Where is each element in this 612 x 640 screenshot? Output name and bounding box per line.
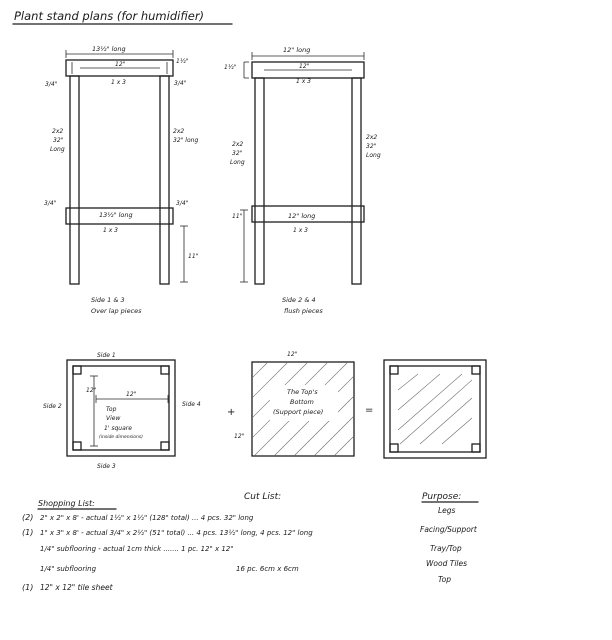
side13-top-inner: 12" — [115, 61, 126, 68]
shopping-item: 1/4" subflooring - actual 1cm thick ....… — [40, 545, 233, 553]
top-view-outer — [66, 359, 176, 457]
side13-leg-left-c: Long — [50, 146, 65, 153]
purpose-item: Wood Tiles — [426, 559, 467, 568]
purpose-item: Top — [438, 575, 451, 584]
cut-list-header: Cut List: — [244, 492, 281, 502]
side24-top-left-dim: 1½" — [224, 64, 237, 71]
purpose-item: Facing/Support — [420, 525, 478, 534]
assembled-outer — [383, 359, 487, 459]
side24-caption-1: Side 2 & 4 — [282, 296, 316, 304]
shopping-qty: (2) — [22, 513, 33, 522]
shopping-item: 2" x 2" x 8' - actual 1½" x 1½" (128" to… — [40, 514, 254, 522]
side13-bottom-left-thick: 3/4" — [44, 200, 57, 207]
top-view-side-4: Side 4 — [182, 401, 201, 408]
top-view-side-2: Side 2 — [43, 403, 62, 410]
side-1-3-elevation: 13½" long 12" 1½" 3/4" 3/4" 1 x 3 2x2 32… — [44, 45, 199, 315]
side13-leg-right-b: 32" long — [173, 137, 198, 144]
side13-bottom-rail — [65, 207, 174, 225]
top-view-dim-vertical: 12" — [86, 387, 97, 394]
purpose-header: Purpose: — [422, 492, 461, 502]
board-label-3: (Support piece) — [273, 408, 323, 416]
side24-leg-left-c: Long — [230, 159, 245, 166]
side24-leg-left-b: 32" — [232, 150, 243, 157]
shopping-item: 1" x 3" x 8' - actual 3/4" x 2½" (51" to… — [40, 529, 313, 537]
side13-bottom-long: 13½" long — [99, 211, 133, 219]
side-2-4-elevation: 12" long 12" 1½" 1 x 3 2x2 32" Long 2x2 … — [224, 46, 381, 315]
side24-right-leg — [351, 77, 362, 285]
side13-left-thick: 3/4" — [45, 81, 58, 88]
side24-leg-right-b: 32" — [366, 143, 377, 150]
equals-sign: = — [365, 405, 373, 416]
purpose-item: Legs — [438, 506, 456, 515]
side13-top-rail — [65, 59, 174, 77]
side24-leg-right-c: Long — [366, 152, 381, 159]
top-view-frame: Side 1 Side 2 Side 3 Side 4 12" 12" Top … — [43, 352, 201, 470]
cut-list-tile: 16 pc. 6cm x 6cm — [236, 565, 299, 573]
top-view-corner-post — [72, 365, 82, 375]
plus-sign: + — [227, 407, 235, 418]
board-label-1: The Top's — [287, 388, 318, 396]
top-view-corner-post — [160, 365, 170, 375]
shopping-item: 1/4" subflooring — [40, 565, 97, 573]
side24-bottom-long: 12" long — [288, 212, 315, 220]
side24-top-rail — [251, 61, 365, 79]
board-square — [251, 361, 355, 457]
board-width-dim: 12" — [287, 351, 298, 358]
support-board: + 12" 12" The Top's Bottom (Support piec… — [227, 351, 373, 457]
side13-top-board: 1 x 3 — [111, 79, 126, 86]
side13-leg-left-b: 32" — [53, 137, 64, 144]
side13-bottom-right-thick: 3/4" — [176, 200, 189, 207]
side24-left-leg — [254, 77, 265, 285]
side24-top-board: 1 x 3 — [296, 78, 311, 85]
purpose-list: Purpose: Legs Facing/Support Tray/Top Wo… — [420, 492, 479, 584]
top-view-inner — [72, 365, 170, 451]
top-view-corner-post — [72, 441, 82, 451]
shopping-list: Shopping List: (2) 2" x 2" x 8' - actual… — [22, 499, 313, 592]
assembled-inner — [389, 365, 481, 453]
side24-bottom-board: 1 x 3 — [293, 227, 308, 234]
side13-top-right-dim: 1½" — [176, 58, 189, 65]
side13-caption-1: Side 1 & 3 — [91, 296, 125, 304]
shopping-qty: (1) — [22, 583, 33, 592]
top-view-label-2: View — [106, 415, 120, 422]
side13-leg-gap: 11" — [188, 253, 199, 260]
board-height-dim: 12" — [234, 433, 245, 440]
shopping-list-header: Shopping List: — [38, 499, 95, 508]
side24-top-overall: 12" long — [283, 46, 310, 54]
shopping-qty: (1) — [22, 528, 33, 537]
top-view-label-3: 1' square — [104, 425, 132, 432]
assembled-hatching — [397, 373, 473, 445]
side13-right-thick: 3/4" — [174, 80, 187, 87]
side13-leg-left-a: 2x2 — [52, 128, 63, 135]
side13-bottom-board: 1 x 3 — [103, 227, 118, 234]
side13-leg-right-a: 2x2 — [173, 128, 184, 135]
side24-bottom-rail — [251, 205, 365, 223]
top-view-side-3: Side 3 — [97, 463, 116, 470]
top-view-side-1: Side 1 — [97, 352, 116, 359]
side13-right-leg — [159, 75, 170, 285]
side24-gap: 11" — [232, 213, 243, 220]
page-title: Plant stand plans (for humidifier) — [14, 9, 204, 23]
top-view-label-4: (inside dimensions) — [99, 434, 143, 440]
side24-top-inner: 12" — [299, 63, 310, 70]
purpose-item: Tray/Top — [430, 544, 462, 553]
side13-top-overall: 13½" long — [92, 45, 126, 53]
cut-list: Cut List: 16 pc. 6cm x 6cm — [236, 492, 299, 573]
side24-caption-2: flush pieces — [284, 307, 323, 315]
side24-leg-left-a: 2x2 — [232, 141, 243, 148]
top-view-label-1: Top — [106, 406, 117, 413]
shopping-item: 12" x 12" tile sheet — [40, 583, 114, 592]
top-view-dim-horizontal: 12" — [126, 391, 137, 398]
top-view-corner-post — [160, 441, 170, 451]
board-label-2: Bottom — [290, 398, 314, 406]
side24-leg-right-a: 2x2 — [366, 134, 377, 141]
assembled-top — [383, 359, 487, 459]
side13-left-leg — [69, 75, 80, 285]
side13-caption-2: Over lap pieces — [91, 307, 142, 315]
